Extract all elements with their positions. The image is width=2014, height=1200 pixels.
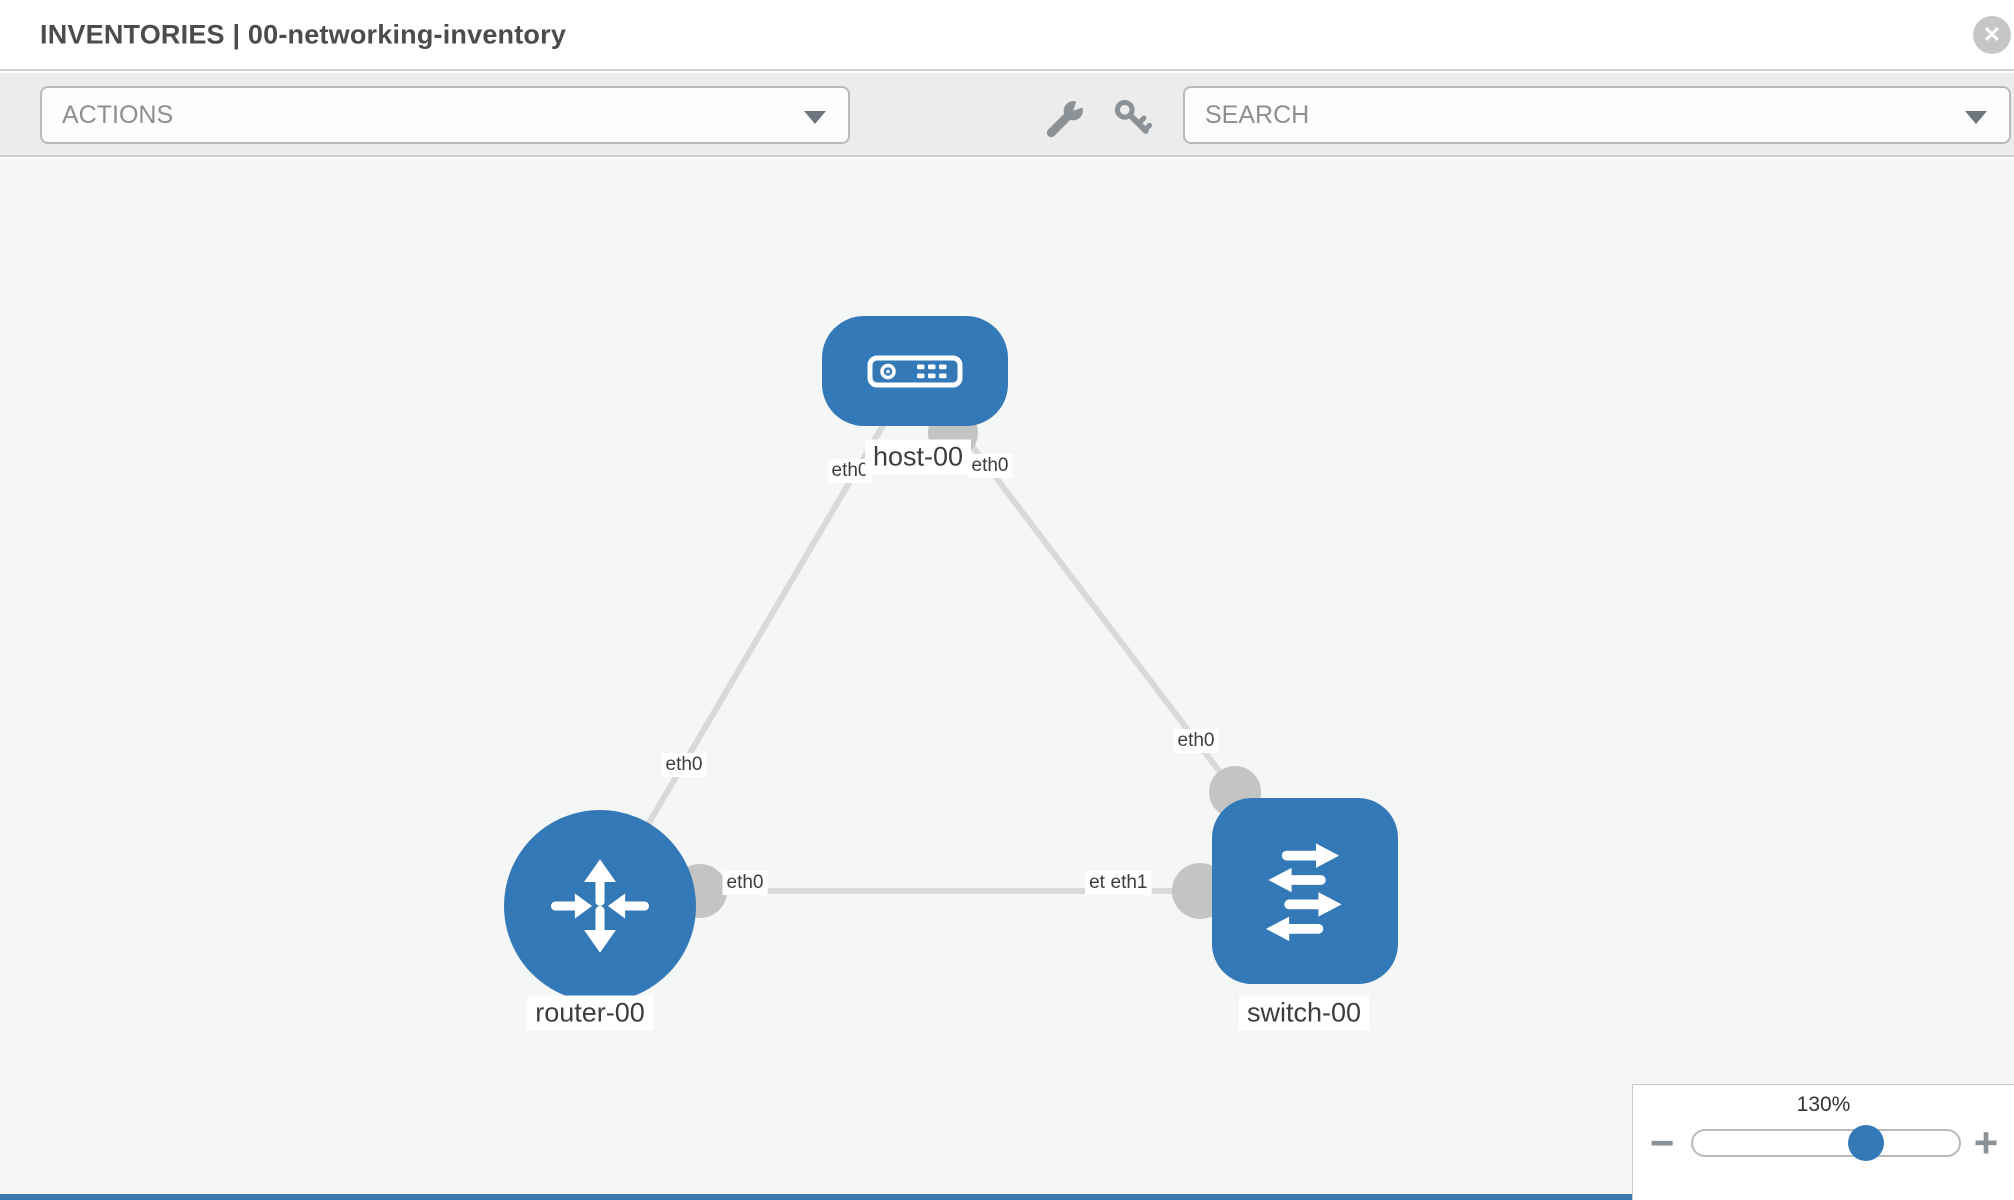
interface-label: eth0 (967, 454, 1013, 478)
switch-icon (1265, 843, 1342, 942)
close-button[interactable]: ✕ (1973, 16, 2011, 54)
wrench-tool-button[interactable] (1042, 95, 1088, 143)
zoom-in-button[interactable]: + (1969, 1122, 2003, 1164)
actions-dropdown[interactable]: ACTIONS (40, 86, 850, 144)
node-label-host-00: host-00 (864, 439, 972, 475)
accent-strip (0, 1194, 1632, 1200)
interface-label: eth0 (722, 871, 768, 895)
node-router-00[interactable] (504, 810, 696, 1002)
actions-dropdown-value: ACTIONS (62, 101, 174, 129)
interface-label: eth0 (661, 753, 707, 777)
node-switch-00[interactable] (1212, 798, 1398, 984)
zoom-level-value: 130% (1796, 1093, 1851, 1116)
wrench-icon (1046, 95, 1088, 138)
chevron-down-icon (1965, 111, 1987, 124)
zoom-slider[interactable] (1691, 1125, 1961, 1161)
chevron-down-icon (804, 111, 826, 124)
host-icon (867, 355, 963, 387)
page-title: INVENTORIES | 00-networking-inventory (40, 19, 567, 49)
key-tool-button[interactable] (1110, 97, 1156, 143)
zoom-slider-thumb[interactable] (1848, 1125, 1884, 1161)
search-dropdown-placeholder: SEARCH (1205, 101, 1310, 129)
router-icon (550, 859, 650, 953)
toolbar: ACTIONS SEARCH (0, 73, 2014, 157)
minus-icon: − (1649, 1119, 1675, 1166)
key-icon (1114, 99, 1153, 134)
close-icon: ✕ (1982, 22, 2002, 47)
search-dropdown[interactable]: SEARCH (1183, 86, 2011, 144)
interface-label: eth0 (1173, 729, 1219, 753)
interface-label: eth1 (1106, 871, 1152, 895)
topology-links-layer (597, 369, 1261, 919)
topology-canvas[interactable]: eth0 eth0 eth0 eth0 eth0 et eth1 host-00… (0, 159, 2014, 1200)
node-label-switch-00: switch-00 (1238, 995, 1370, 1031)
window-header: INVENTORIES | 00-networking-inventory ✕ (0, 0, 2014, 71)
interface-label-truncated: et (1085, 871, 1109, 895)
zoom-control-panel: 130% − + (1632, 1084, 2014, 1200)
node-host-00[interactable] (822, 316, 1008, 426)
node-label-router-00: router-00 (527, 995, 653, 1031)
zoom-out-button[interactable]: − (1645, 1122, 1679, 1164)
plus-icon: + (1973, 1119, 1999, 1166)
